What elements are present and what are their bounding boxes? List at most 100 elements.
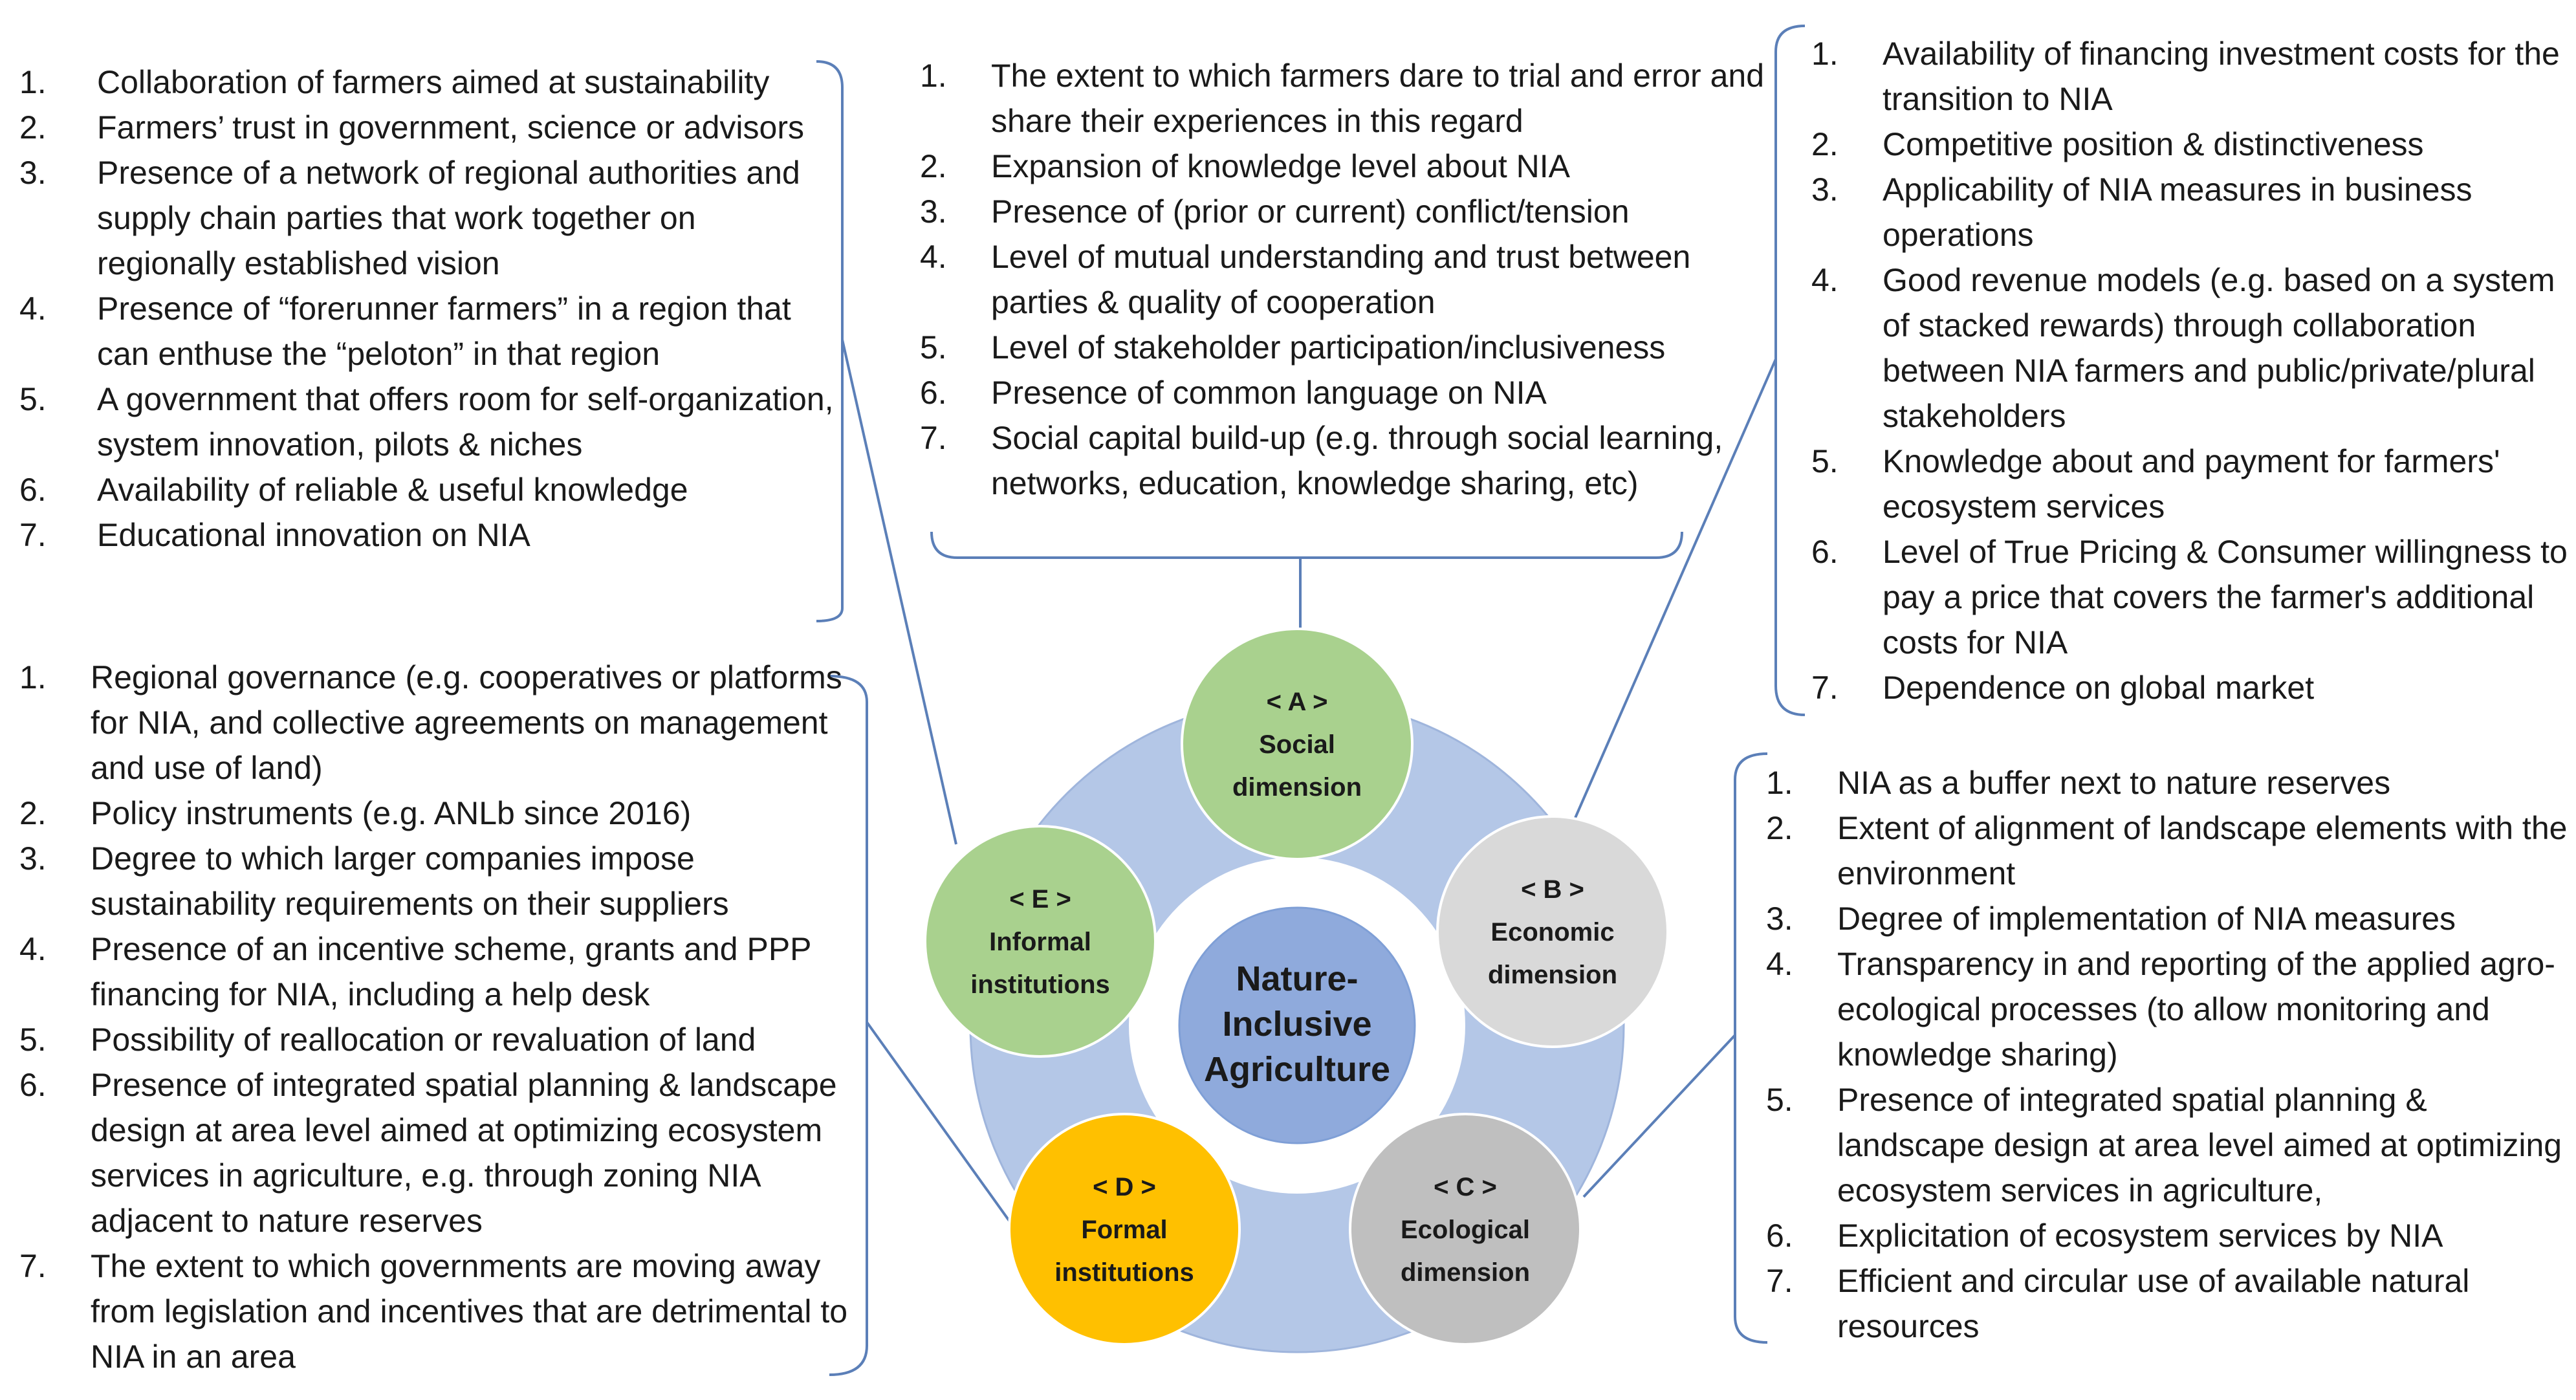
list-item-number: 1. [1766,765,1793,801]
circle-C-label: < C > Ecological dimension [1368,1166,1562,1294]
list-item-text: Level of mutual understanding and trust … [991,239,1691,320]
list-item: 4.Transparency in and reporting of the a… [1766,941,2571,1077]
circle-E-code: < E > [1009,885,1071,913]
list-item: 1.Regional governance (e.g. cooperatives… [19,655,854,791]
list-item: 2.Policy instruments (e.g. ANLb since 20… [19,791,854,836]
list-item: 6. Availability of reliable & useful know… [19,467,835,512]
list-item: 2. Farmers’ trust in government, science … [19,105,835,150]
list-item: 7.The extent to which governments are mo… [19,1243,854,1379]
list-item-number: 5. [1811,443,1839,479]
list-item-number: 6. [19,472,47,508]
bracket-economic [1774,25,1806,716]
list-informal: 1.Collaboration of farmers aimed at sust… [19,60,835,558]
list-item-text: Level of True Pricing & Consumer willing… [1883,534,2568,661]
list-item-text: Regional governance (e.g. cooperatives o… [91,659,842,786]
list-item-text: A government that offers room for self-o… [97,381,834,463]
list-item: 7.Social capital build-up (e.g. through … [920,415,1767,506]
list-item: 7. Educational innovation on NIA [19,512,835,558]
list-item-number: 2. [1811,126,1839,162]
circle-D [1008,1113,1241,1346]
list-item: 4. Presence of an incentive scheme, grant… [19,926,854,1017]
center-disc [1178,906,1416,1144]
list-item-text: Availability of reliable & useful knowle… [97,472,688,508]
bracket-informal [816,60,844,622]
list-item-number: 4. [1766,946,1793,982]
center-label-line-3: Agriculture [1203,1050,1391,1089]
connector-lines [816,25,1806,1376]
list-item: 2. Competitive position & distinctiveness [1811,122,2568,167]
list-item-number: 3. [19,840,47,877]
circle-E-label-line-2: institutions [970,970,1110,999]
line-economic-to-B [1538,358,1777,900]
list-item-number: 7. [19,1248,47,1284]
list-item: 1.The extent to which farmers dare to tr… [920,53,1767,144]
list-item-text: Educational innovation on NIA [97,517,530,553]
list-item: 2.Extent of alignment of landscape eleme… [1766,805,2571,896]
bracket-social [930,531,1683,559]
circle-D-code: < D > [1093,1173,1156,1201]
list-item-number: 6. [1811,534,1839,570]
list-item-number: 4. [19,931,47,967]
circle-D-label-line-1: Formal [1081,1216,1168,1244]
list-item-text: Competitive position & distinctiveness [1883,126,2424,162]
list-item: 6. Level of True Pricing & Consumer willi… [1811,529,2568,665]
list-item-text: Applicability of NIA measures in busines… [1883,171,2472,253]
circle-A [1181,628,1414,860]
list-item-text: Presence of common language on NIA [991,375,1547,411]
center-label: Nature- Inclusive Agriculture [1200,956,1394,1092]
list-item-text: Availability of financing investment cos… [1883,36,2560,117]
list-item-number: 1. [19,64,47,100]
list-item-number: 5. [1766,1082,1793,1118]
list-item-text: The extent to which farmers dare to tria… [991,58,1765,139]
circle-E [924,825,1157,1058]
list-item-number: 2. [19,109,47,146]
list-item-text: Farmers’ trust in government, science or… [97,109,804,146]
circle-E-label: < E > Informal institutions [943,878,1137,1006]
list-item: 2. Expansion of knowledge level about NIA [920,144,1767,189]
circle-B-label: < B > Economic dimension [1456,868,1650,996]
list-item-text: Degree to which larger companies impose … [91,840,729,922]
list-item: 3.Degree of implementation of NIA measur… [1766,896,2571,941]
list-item: 5.Possibility of reallocation or revalua… [19,1017,854,1062]
list-item-number: 3. [19,155,47,191]
list-item-number: 3. [1811,171,1839,208]
list-item-number: 1. [1811,36,1839,72]
list-item: 6.Explicitation of ecosystem services by… [1766,1213,2571,1258]
list-item-text: Knowledge about and payment for farmers'… [1883,443,2500,525]
circle-D-label-line-2: institutions [1054,1258,1194,1287]
list-item: 5.A government that offers room for self… [19,377,835,467]
list-item-text: Expansion of knowledge level about NIA [991,148,1571,184]
list-item-text: Extent of alignment of landscape element… [1837,810,2568,891]
list-item-text: Presence of (prior or current) conflict/… [991,193,1630,230]
list-item: 5.Level of stakeholder participation/inc… [920,325,1767,370]
list-item-text: Presence of an incentive scheme, grants … [91,931,811,1012]
list-item-number: 7. [920,420,947,456]
circle-C-label-line-2: dimension [1400,1258,1531,1287]
circle-B-label-line-1: Economic [1490,918,1615,946]
list-item-text: Policy instruments (e.g. ANLb since 2016… [91,795,692,831]
circle-D-label: < D > Formal institutions [1027,1166,1221,1294]
list-item: 1.NIA as a buffer next to nature reserve… [1766,760,2571,805]
center-label-line-2: Inclusive [1222,1005,1372,1044]
list-item-text: Good revenue models (e.g. based on a sys… [1883,262,2555,434]
list-economic: 1. Availability of financing investment c… [1811,31,2568,710]
list-item-number: 4. [19,290,47,327]
circle-C [1349,1113,1582,1346]
line-informal-to-E [841,339,957,845]
list-item: 4.Level of mutual understanding and trus… [920,234,1767,325]
list-item: 3.Presence of a network of regional auth… [19,150,835,286]
list-item-number: 7. [1766,1263,1793,1299]
circle-B [1436,815,1669,1048]
list-formal: 1.Regional governance (e.g. cooperatives… [19,655,854,1379]
circle-E-label-line-1: Informal [989,928,1091,956]
list-social: 1.The extent to which farmers dare to tr… [920,53,1767,506]
list-item-text: Presence of “forerunner farmers” in a re… [97,290,791,372]
list-item-number: 2. [920,148,947,184]
list-item-number: 7. [19,517,47,553]
circle-A-label-line-2: dimension [1232,773,1362,802]
list-item-number: 4. [1811,262,1839,298]
list-item: 3. Degree to which larger companies impos… [19,836,854,926]
list-item: 4. Good revenue models (e.g. based on a s… [1811,257,2568,439]
list-item: 1.Collaboration of farmers aimed at sust… [19,60,835,105]
